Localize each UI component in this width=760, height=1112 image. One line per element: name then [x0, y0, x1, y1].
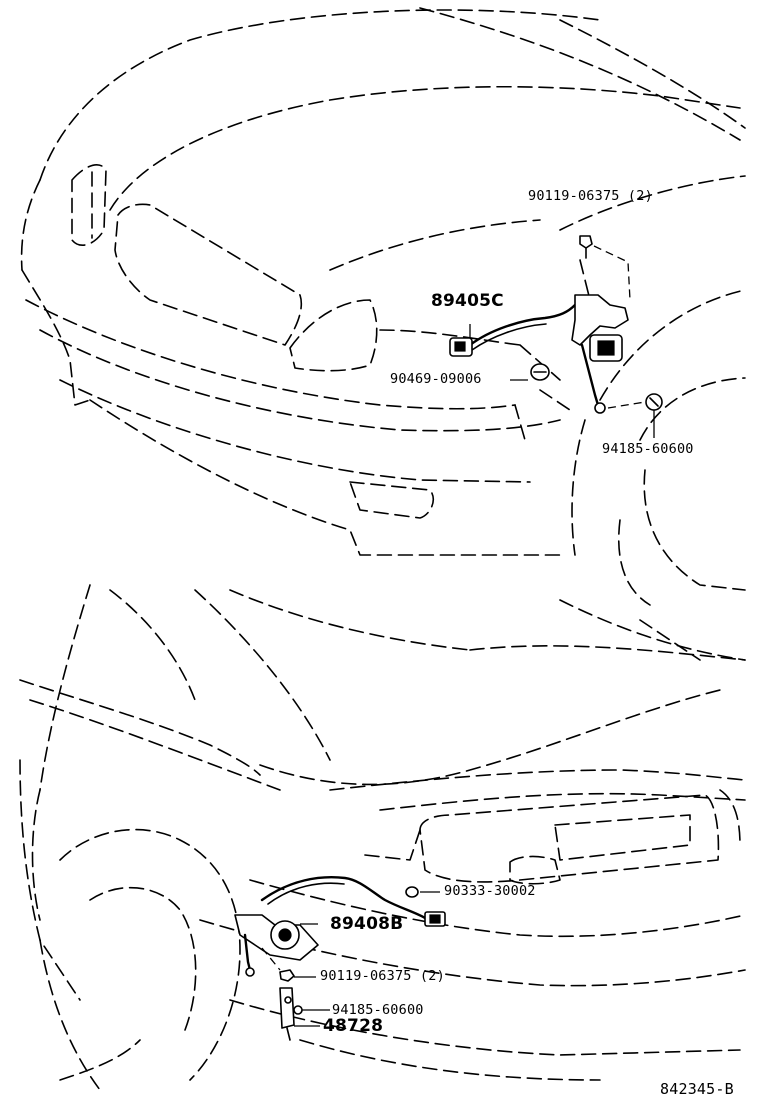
link-bracket-icon	[279, 987, 295, 1029]
sensor-bracket-icon	[571, 294, 629, 346]
front-height-sensor-assembly	[449, 235, 663, 438]
diagram-code: 842345-B	[660, 1080, 734, 1098]
callout-top-clip: 90469-09006	[390, 371, 482, 387]
grommet-icon	[405, 886, 419, 898]
bolt-icon	[579, 235, 593, 249]
callout-rear-grommet: 90333-30002	[444, 883, 536, 899]
callout-rear-nut: 94185-60600	[332, 1002, 424, 1018]
rear-bolt-icon	[279, 969, 295, 982]
rear-height-sensor-assembly	[234, 876, 446, 1041]
callout-rear-sensor: 89408B	[330, 914, 404, 934]
callout-rear-link: 48728	[323, 1016, 384, 1036]
rear-nut-icon	[293, 1005, 303, 1015]
callout-rear-bolt: 90119-06375 (2)	[320, 968, 445, 984]
callout-top-bolt: 90119-06375 (2)	[528, 188, 653, 204]
front-vehicle-outline	[20, 7, 746, 606]
callout-top-nut: 94185-60600	[602, 441, 694, 457]
rear-vehicle-outline	[19, 584, 746, 1091]
callout-top-sensor: 89405C	[431, 291, 504, 311]
